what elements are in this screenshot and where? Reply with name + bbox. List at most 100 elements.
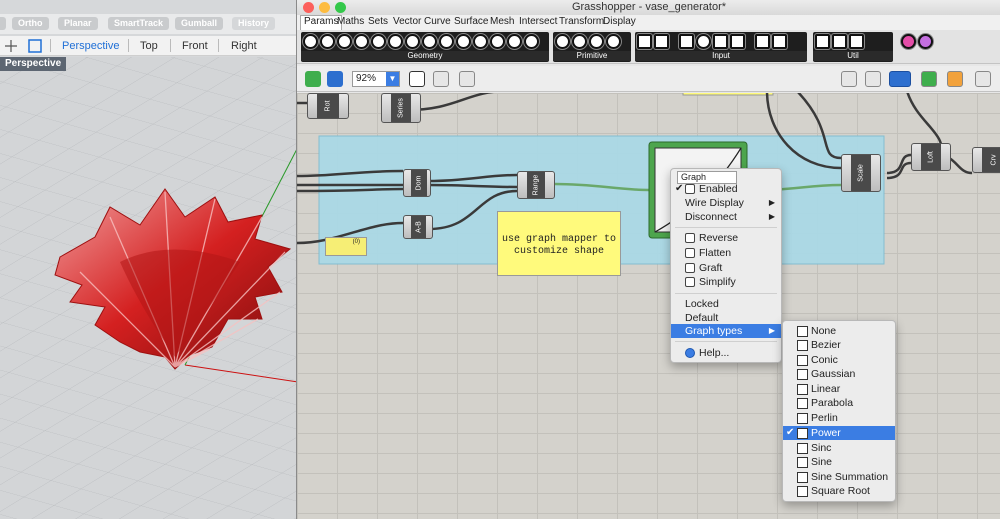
graph-type-power[interactable]: ✔Power: [783, 426, 895, 440]
graph-type-sine-summation[interactable]: Sine Summation: [783, 470, 895, 484]
surface-param-icon[interactable]: [405, 34, 420, 49]
scribble-note-panel[interactable]: use graph mapper to customize shape: [497, 211, 621, 276]
graph-type-conic[interactable]: Conic: [783, 353, 895, 367]
kangaroo-icon[interactable]: [901, 34, 916, 49]
graph-type-none[interactable]: None: [783, 324, 895, 338]
scale-component[interactable]: Scale: [841, 154, 881, 192]
geometry-param-icon[interactable]: [490, 34, 505, 49]
arc-param-icon[interactable]: [354, 34, 369, 49]
group-param-icon[interactable]: [473, 34, 488, 49]
selected-preview-icon[interactable]: [921, 71, 937, 87]
number-param-icon[interactable]: [589, 34, 604, 49]
series-component[interactable]: Series: [381, 93, 421, 123]
tab-curve[interactable]: Curve: [424, 16, 451, 27]
sketch-pen-icon[interactable]: [459, 71, 475, 87]
tab-right[interactable]: Right: [231, 40, 257, 52]
boolean-toggle-icon[interactable]: [696, 34, 711, 49]
graph-type-perlin[interactable]: Perlin: [783, 411, 895, 425]
ortho-button[interactable]: Ortho: [12, 17, 49, 30]
flask-icon[interactable]: [918, 34, 933, 49]
curve-param-icon[interactable]: [388, 34, 403, 49]
number-slider[interactable]: (0): [325, 237, 367, 256]
graph-type-linear[interactable]: Linear: [783, 382, 895, 396]
subtraction-component[interactable]: A-B: [403, 215, 433, 239]
more-options-icon[interactable]: [975, 71, 991, 87]
graph-type-bezier[interactable]: Bezier: [783, 338, 895, 352]
no-preview-icon[interactable]: [865, 71, 881, 87]
integer-param-icon[interactable]: [572, 34, 587, 49]
preview-mode-icon[interactable]: [841, 71, 857, 87]
tab-sets[interactable]: Sets: [368, 16, 389, 27]
button-input-icon[interactable]: [637, 34, 652, 49]
shaded-preview-icon[interactable]: [889, 71, 911, 87]
tab-surface[interactable]: Surface: [454, 16, 489, 27]
status-button-partial[interactable]: [0, 17, 6, 30]
curve-component[interactable]: Crv: [972, 147, 1000, 173]
colour-swatch-icon[interactable]: [772, 34, 787, 49]
minimize-window-icon[interactable]: [319, 2, 330, 13]
tab-perspective[interactable]: Perspective: [62, 40, 120, 52]
save-file-icon[interactable]: [327, 71, 343, 87]
graph-type-gaussian[interactable]: Gaussian: [783, 367, 895, 381]
box-param-icon[interactable]: [524, 34, 539, 49]
mesh-param-icon[interactable]: [439, 34, 454, 49]
tab-front[interactable]: Front: [182, 40, 208, 52]
planar-button[interactable]: Planar: [58, 17, 98, 30]
eye-preview-icon[interactable]: [433, 71, 449, 87]
tab-top[interactable]: Top: [140, 40, 158, 52]
open-file-icon[interactable]: [305, 71, 321, 87]
graph-type-sinc[interactable]: Sinc: [783, 441, 895, 455]
graph-mapper-icon[interactable]: [654, 34, 669, 49]
gumball-button[interactable]: Gumball: [175, 17, 224, 30]
tab-params[interactable]: Params: [300, 15, 343, 30]
zoom-dropdown[interactable]: 92% ▼: [352, 71, 400, 87]
menu-item-help[interactable]: Help...: [671, 346, 781, 360]
line-param-icon[interactable]: [371, 34, 386, 49]
menu-item-graft[interactable]: Graft: [671, 261, 781, 275]
chevron-down-icon[interactable]: ▼: [386, 72, 399, 86]
panel-input-icon[interactable]: [679, 34, 694, 49]
close-window-icon[interactable]: [303, 2, 314, 13]
tab-mesh[interactable]: Mesh: [490, 16, 515, 27]
grid-layout-icon[interactable]: [4, 39, 18, 53]
single-view-icon[interactable]: [28, 39, 42, 53]
field-param-icon[interactable]: [456, 34, 471, 49]
menu-item-disconnect[interactable]: Disconnect▶: [671, 210, 781, 224]
boolean-param-icon[interactable]: [555, 34, 570, 49]
tab-transform[interactable]: Transform: [559, 16, 605, 27]
atom-param-icon[interactable]: [507, 34, 522, 49]
smarttrack-button[interactable]: SmartTrack: [108, 17, 170, 30]
graph-type-sine[interactable]: Sine: [783, 455, 895, 469]
tab-vector[interactable]: Vector: [393, 16, 422, 27]
vase-geometry[interactable]: [54, 188, 292, 370]
tab-maths[interactable]: Maths: [337, 16, 365, 27]
tab-display[interactable]: Display: [603, 16, 636, 27]
circle-param-icon[interactable]: [337, 34, 352, 49]
component-name-field[interactable]: Graph: [677, 171, 737, 184]
slider-input-icon[interactable]: [713, 34, 728, 49]
history-button[interactable]: History: [232, 17, 276, 30]
graph-type-square-root[interactable]: Square Root: [783, 484, 895, 498]
graph-type-parabola[interactable]: Parabola: [783, 396, 895, 410]
domain-component[interactable]: Dom: [403, 169, 431, 197]
menu-item-simplify[interactable]: Simplify: [671, 275, 781, 289]
zoom-window-icon[interactable]: [335, 2, 346, 13]
fitness-icon[interactable]: [832, 34, 847, 49]
menu-item-default[interactable]: Default: [671, 311, 781, 325]
zoom-extents-icon[interactable]: [409, 71, 425, 87]
loft-component[interactable]: Loft: [911, 143, 951, 171]
tab-intersect[interactable]: Intersect: [519, 16, 558, 27]
text-param-icon[interactable]: [606, 34, 621, 49]
perspective-viewport[interactable]: [0, 57, 298, 519]
preview-settings-icon[interactable]: [947, 71, 963, 87]
range-component[interactable]: Range: [517, 171, 555, 199]
brep-param-icon[interactable]: [422, 34, 437, 49]
gradient-input-icon[interactable]: [755, 34, 770, 49]
menu-item-flatten[interactable]: Flatten: [671, 246, 781, 260]
menu-item-reverse[interactable]: Reverse: [671, 231, 781, 245]
menu-item-enabled[interactable]: ✔Enabled: [671, 182, 781, 196]
active-viewport-label[interactable]: Perspective: [0, 57, 67, 71]
point-param-icon[interactable]: [303, 34, 318, 49]
vector-param-icon[interactable]: [320, 34, 335, 49]
galapagos-icon[interactable]: [849, 34, 864, 49]
